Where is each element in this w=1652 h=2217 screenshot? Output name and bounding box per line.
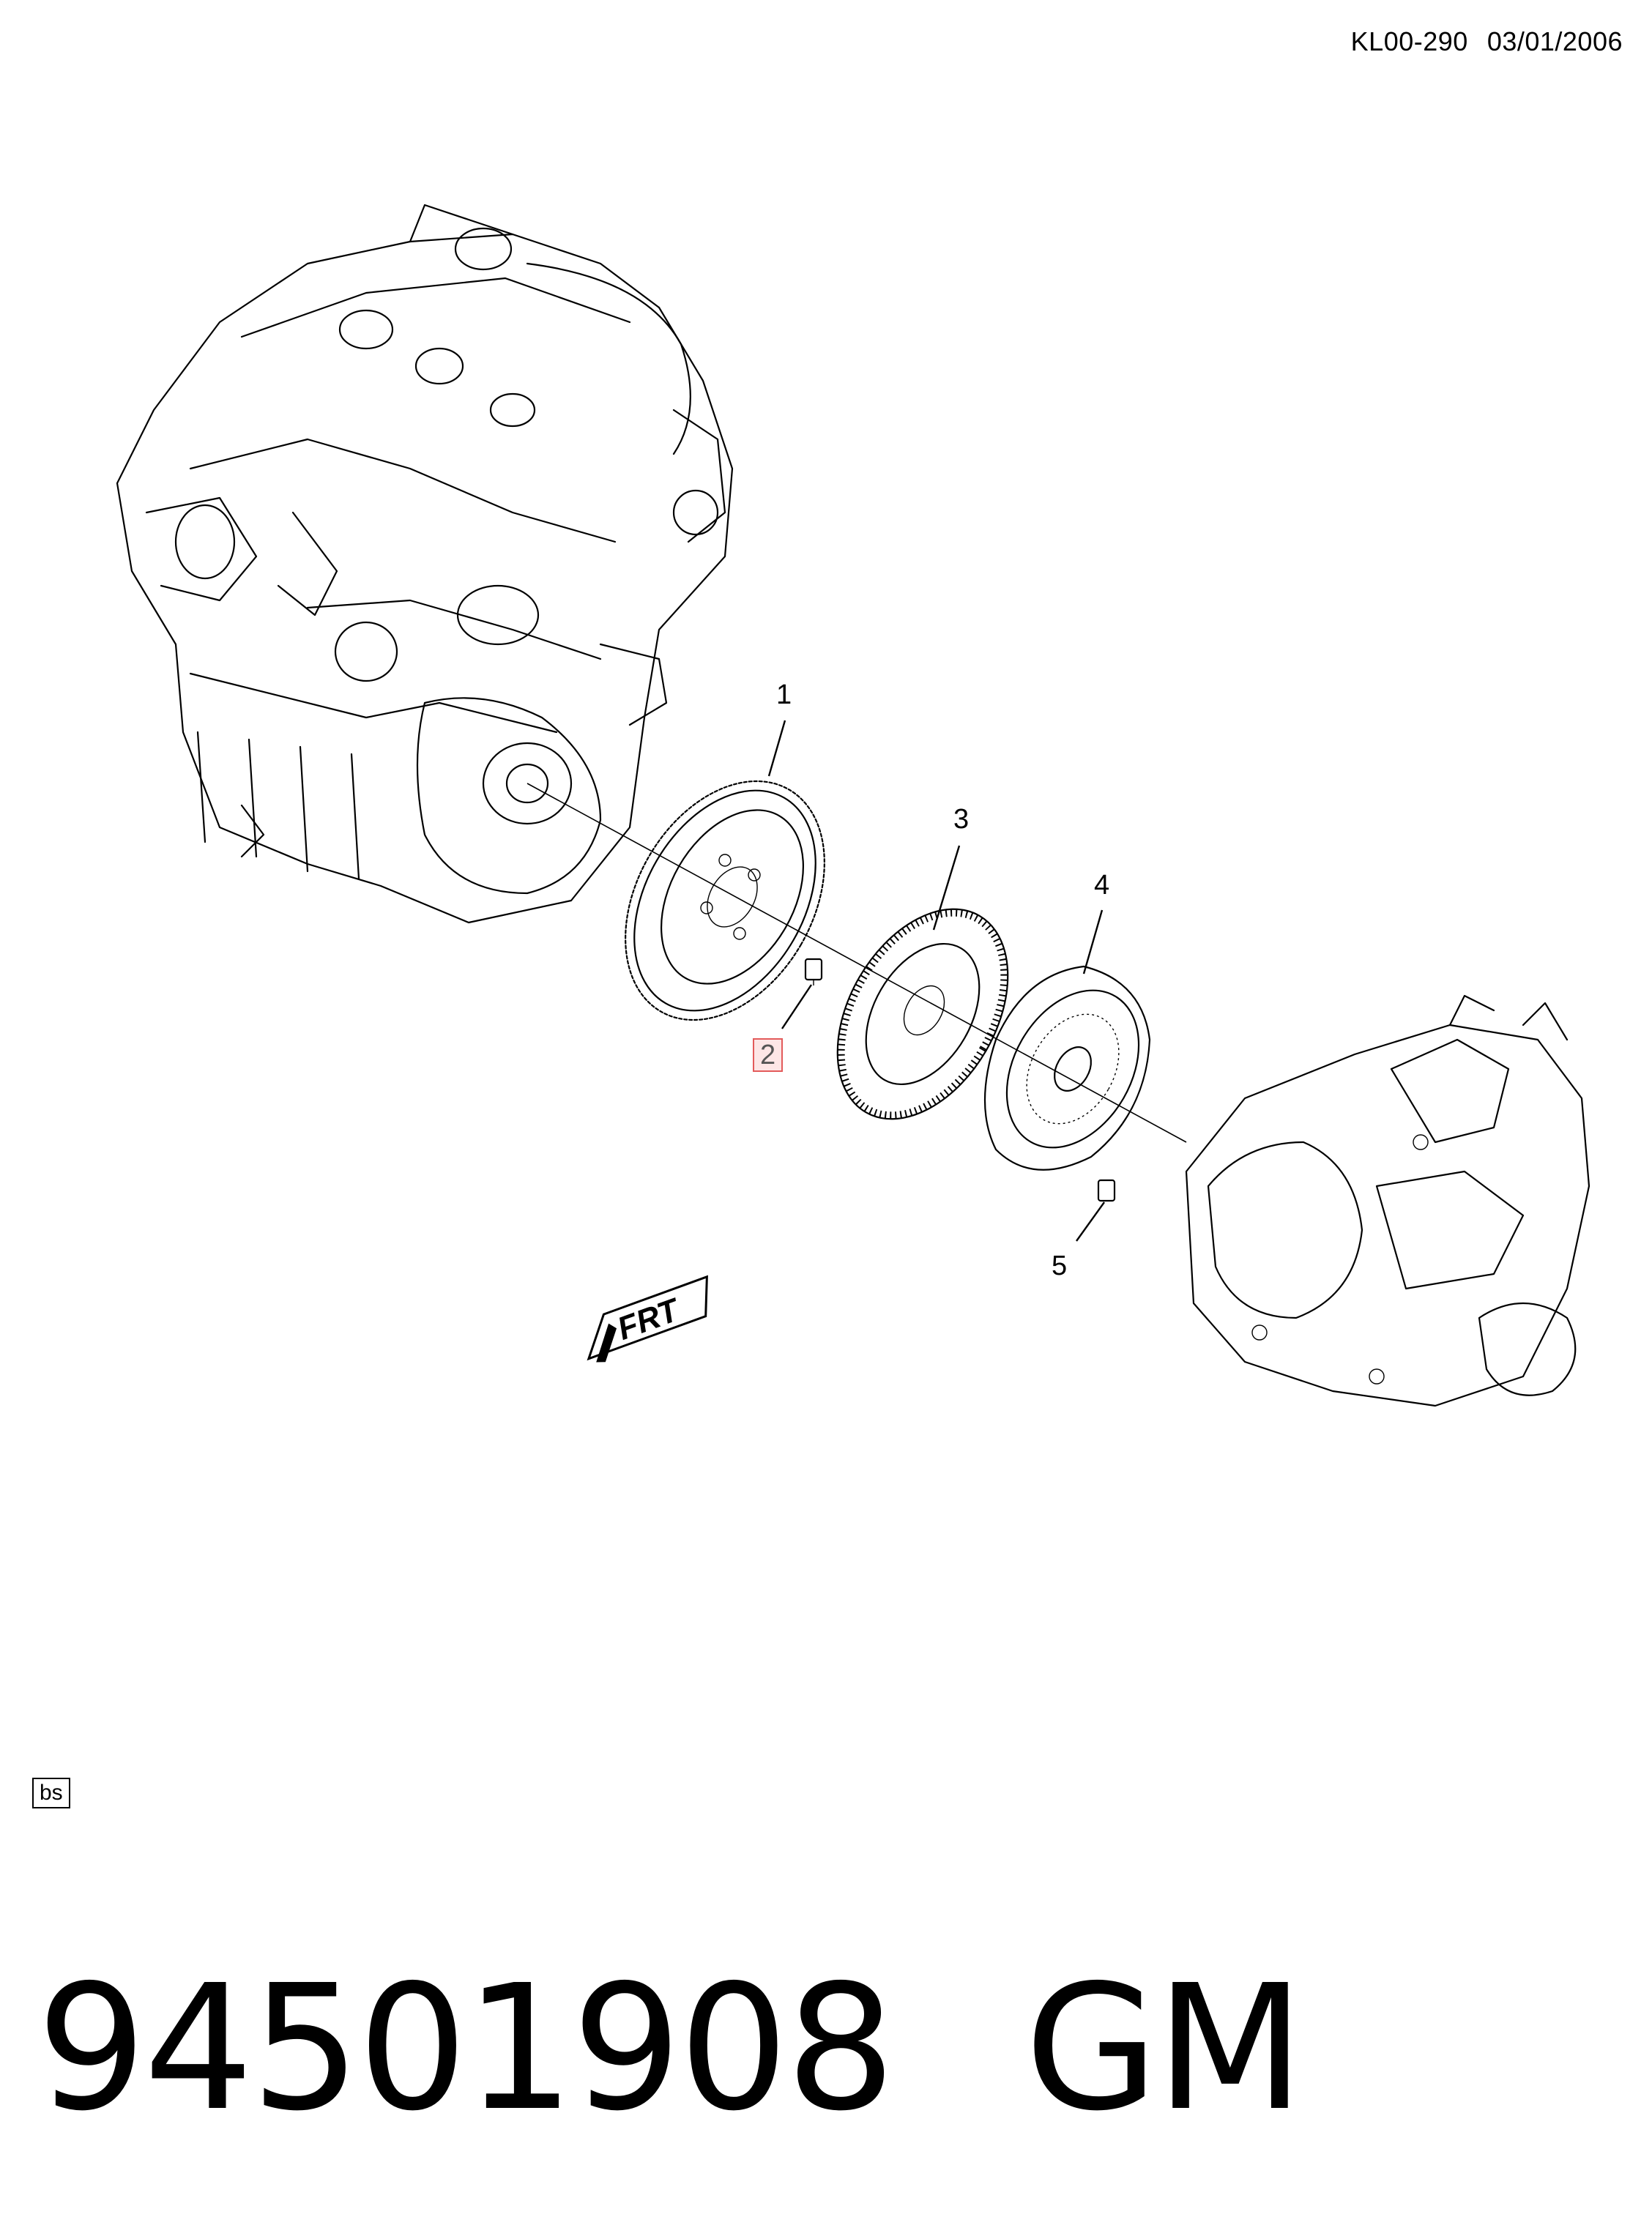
flywheel	[625, 780, 825, 1021]
illustration-code: KL00-290	[1350, 26, 1468, 56]
callout-1: 1	[776, 679, 792, 710]
part-number: 94501908	[37, 1948, 896, 2149]
callout-5: 5	[1052, 1251, 1068, 1281]
leader-line-3	[932, 845, 961, 931]
leader-line-4	[1082, 909, 1104, 975]
callout-4: 4	[1094, 870, 1110, 901]
clutch-disc	[836, 908, 1009, 1120]
pressure-plate	[983, 965, 1151, 1171]
callout-3: 3	[953, 804, 970, 835]
exploded-view-diagram: FRT	[116, 204, 1590, 1407]
brand-name: GM	[1024, 1948, 1304, 2149]
view-tag-text: bs	[40, 1781, 63, 1805]
callout-2[interactable]: 2	[753, 1038, 784, 1072]
pressure-plate-bolt	[1097, 1179, 1116, 1202]
illustration-date: 03/01/2006	[1487, 26, 1623, 56]
leader-line-2	[781, 984, 812, 1029]
engine-block	[116, 204, 734, 924]
leader-line-1	[767, 720, 786, 777]
illustration-header: KL00-290 03/01/2006	[1351, 26, 1623, 57]
crank-axis-line	[527, 783, 1187, 1143]
view-tag-box: bs	[32, 1778, 70, 1808]
transaxle	[1185, 994, 1590, 1407]
leader-line-5	[1076, 1201, 1105, 1242]
flywheel-bolt	[804, 958, 823, 985]
front-direction-arrow: FRT	[587, 1275, 708, 1363]
